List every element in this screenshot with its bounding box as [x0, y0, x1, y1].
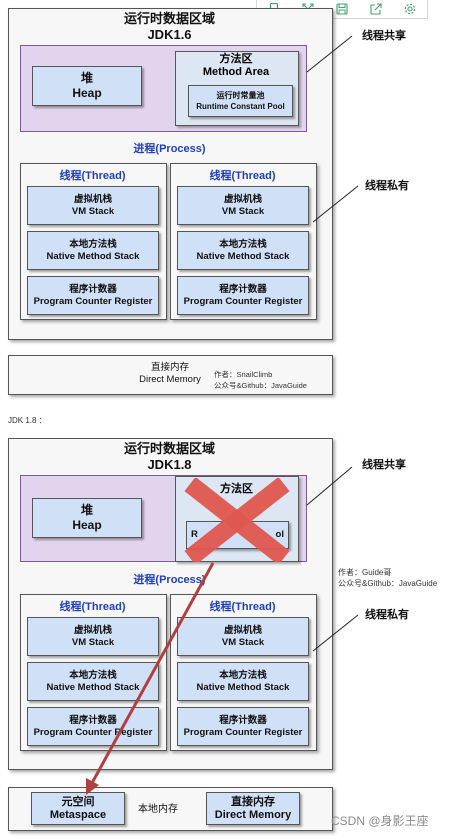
- watermark: CSDN @身影王座: [331, 814, 429, 828]
- removed-cross-mark: [184, 478, 290, 562]
- settings-icon[interactable]: [404, 3, 416, 15]
- jdk18-method-area-fragment: 方法区: [220, 483, 253, 495]
- jdk18-shared-note: 线程共享: [362, 459, 406, 471]
- share-icon[interactable]: [370, 3, 382, 15]
- jdk16-thread-2-title: 线程(Thread): [209, 170, 276, 182]
- jdk16-author-line-2: 公众号&Github：JavaGuide: [214, 381, 307, 390]
- jdk18-native-memory-label: 本地内存: [138, 804, 178, 815]
- jdk16-shared-note: 线程共享: [362, 30, 406, 42]
- jdk18-thread-2-title: 线程(Thread): [209, 601, 276, 613]
- jdk18-author-line-2: 公众号&Github：JavaGuide: [338, 579, 438, 588]
- jdk18-private-note: 线程私有: [365, 609, 409, 621]
- jdk16-author-line-1: 作者：SnailClimb: [214, 370, 273, 379]
- jdk18-author-line-1: 作者：Guide哥: [338, 568, 392, 577]
- jdk16-process-label: 进程(Process): [133, 143, 206, 155]
- jdk18-thread-1-title: 线程(Thread): [59, 601, 126, 613]
- section-label: JDK 1.8 ：: [8, 416, 47, 425]
- jdk16-direct-memory-box: [8, 355, 333, 395]
- save-icon[interactable]: [336, 3, 348, 15]
- jdk16-private-note: 线程私有: [365, 180, 409, 192]
- jdk18-process-label: 进程(Process): [133, 574, 206, 586]
- jdk16-thread-1-title: 线程(Thread): [59, 170, 126, 182]
